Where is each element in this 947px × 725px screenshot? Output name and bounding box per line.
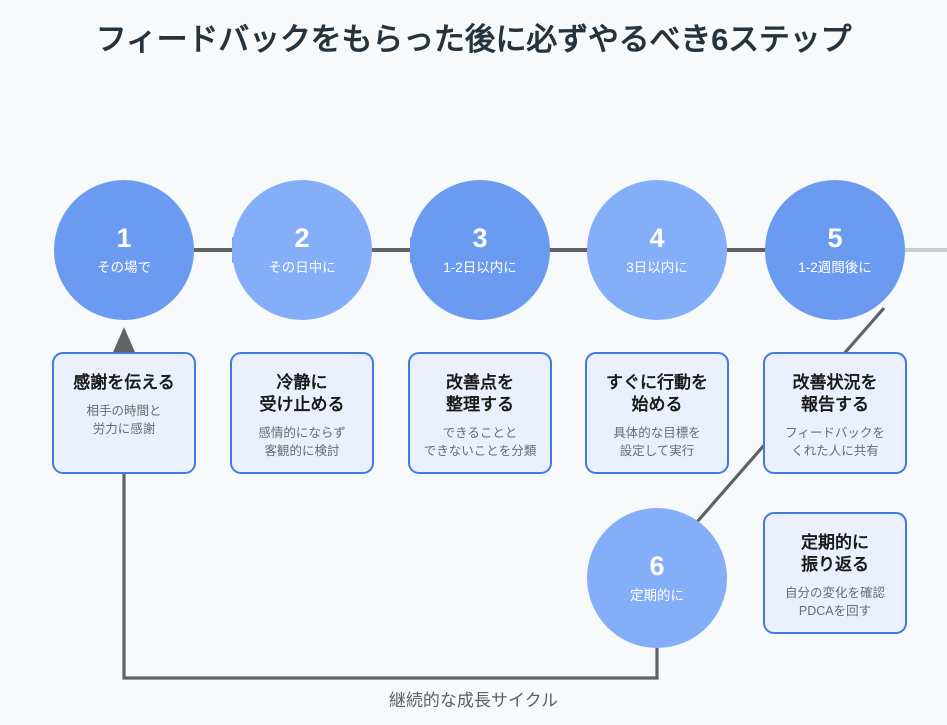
step-box-subtitle: 自分の変化を確認 PDCAを回す bbox=[785, 584, 885, 620]
step-timing: その場で bbox=[97, 260, 151, 276]
step-box-title: 改善点を 整理する bbox=[446, 372, 514, 416]
step-box-subtitle-line: くれた人に共有 bbox=[791, 444, 879, 459]
step-box-title-line: 改善点を bbox=[446, 373, 514, 392]
step-box-subtitle-line: 設定して実行 bbox=[619, 444, 695, 459]
step-box-title: 定期的に 振り返る bbox=[801, 532, 869, 576]
step-box-title-line: すぐに行動を bbox=[606, 373, 708, 392]
step-box-subtitle: できることと できないことを分類 bbox=[424, 424, 537, 460]
step-box-title-line: 受け止める bbox=[259, 395, 345, 415]
page-title: フィードバックをもらった後に必ずやるべき6ステップ bbox=[95, 22, 852, 57]
step-box-title-line: 感謝を伝える bbox=[73, 373, 175, 392]
step-timing: 定期的に bbox=[630, 588, 684, 604]
step-circle-5[interactable]: 5 1-2週間後に bbox=[765, 180, 905, 320]
feedback-loop-path bbox=[112, 327, 659, 680]
step-box-subtitle: フィードバックを くれた人に共有 bbox=[785, 424, 885, 460]
step-timing: その日中に bbox=[268, 260, 336, 276]
step-box-title-line: 報告する bbox=[801, 395, 869, 415]
step-box-subtitle: 具体的な目標を 設定して実行 bbox=[613, 424, 701, 460]
step-box-subtitle-line: できることと bbox=[442, 426, 518, 441]
step-box-subtitle-line: PDCAを回す bbox=[798, 604, 872, 619]
step-number: 5 bbox=[827, 223, 843, 254]
step-box-subtitle-line: 自分の変化を確認 bbox=[784, 586, 885, 601]
step-box-title-line: 冷静に bbox=[276, 373, 328, 392]
step-box-3[interactable]: 改善点を 整理する できることと できないことを分類 bbox=[408, 352, 552, 474]
step-number: 3 bbox=[472, 223, 488, 254]
step-box-title: 改善状況を 報告する bbox=[793, 372, 878, 416]
step-box-subtitle: 感情的にならず 客観的に検討 bbox=[258, 424, 345, 460]
loop-caption: 継続的な成長サイクル bbox=[388, 691, 559, 710]
step-circle-1[interactable]: 1 その場で bbox=[54, 180, 194, 320]
step-timing: 1-2週間後に bbox=[798, 260, 872, 276]
step-box-title-line: 改善状況を bbox=[792, 373, 878, 392]
step-number: 4 bbox=[649, 223, 665, 254]
step-box-4[interactable]: すぐに行動を 始める 具体的な目標を 設定して実行 bbox=[585, 352, 729, 474]
step-box-title: すぐに行動を 始める bbox=[606, 372, 708, 416]
step-box-5[interactable]: 改善状況を 報告する フィードバックを くれた人に共有 bbox=[763, 352, 907, 474]
step-box-2[interactable]: 冷静に 受け止める 感情的にならず 客観的に検討 bbox=[230, 352, 374, 474]
step-box-subtitle-line: 相手の時間と bbox=[86, 404, 162, 419]
step-timing: 3日以内に bbox=[626, 260, 688, 276]
step-timing: 1-2日以内に bbox=[443, 260, 517, 276]
step-box-subtitle-line: 感情的にならず bbox=[258, 426, 346, 441]
step-number: 1 bbox=[116, 223, 132, 254]
step-box-title: 冷静に 受け止める bbox=[260, 372, 345, 416]
step-circle-6[interactable]: 6 定期的に bbox=[587, 508, 727, 648]
step-box-title-line: 振り返る bbox=[801, 555, 869, 575]
step-box-title-line: 定期的に bbox=[801, 533, 869, 552]
step-box-subtitle-line: フィードバックを bbox=[785, 426, 885, 441]
step-box-title-line: 始める bbox=[631, 395, 683, 415]
step-box-1[interactable]: 感謝を伝える 相手の時間と 労力に感謝 bbox=[52, 352, 196, 474]
step-box-subtitle: 相手の時間と 労力に感謝 bbox=[86, 402, 161, 438]
step-box-subtitle-line: 労力に感謝 bbox=[92, 422, 156, 437]
step-box-subtitle-line: 客観的に検討 bbox=[264, 444, 340, 459]
step-box-title: 感謝を伝える bbox=[73, 372, 175, 394]
step-circle-2[interactable]: 2 その日中に bbox=[232, 180, 372, 320]
step-box-title-line: 整理する bbox=[446, 395, 514, 415]
step-number: 6 bbox=[649, 551, 665, 582]
step-box-subtitle-line: 具体的な目標を bbox=[613, 426, 701, 441]
step-circle-3[interactable]: 3 1-2日以内に bbox=[410, 180, 550, 320]
step-circle-4[interactable]: 4 3日以内に bbox=[587, 180, 727, 320]
step-box-6[interactable]: 定期的に 振り返る 自分の変化を確認 PDCAを回す bbox=[763, 512, 907, 634]
step-box-subtitle-line: できないことを分類 bbox=[423, 444, 537, 459]
step-number: 2 bbox=[294, 223, 310, 254]
